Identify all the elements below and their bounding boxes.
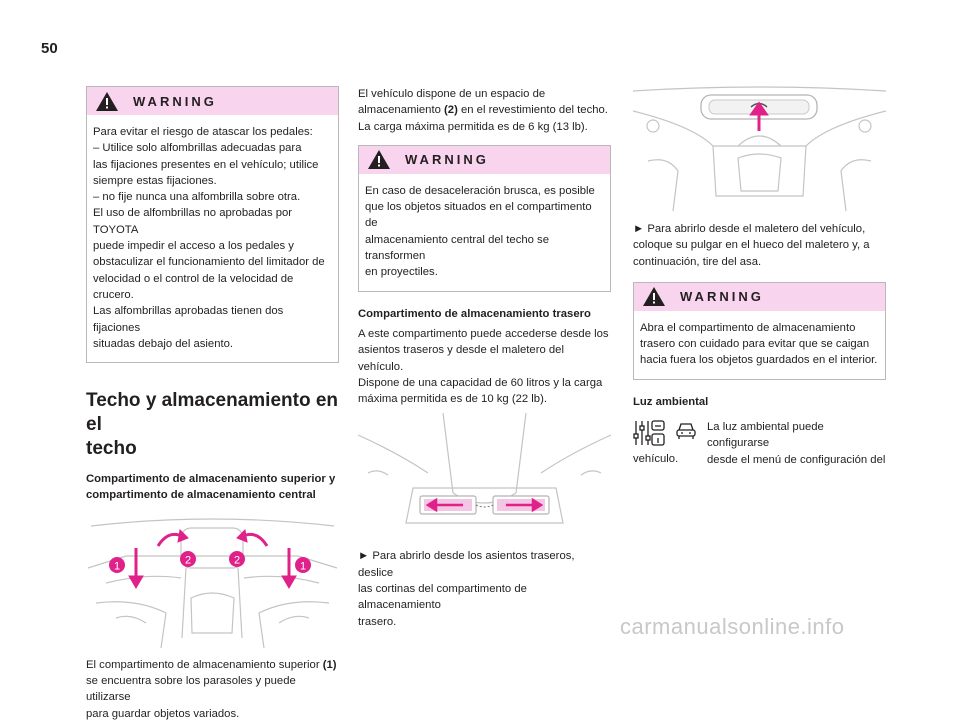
settings-sliders-icon (633, 420, 665, 446)
warning-header: WARNING (359, 145, 610, 174)
column-1: WARNING Para evitar el riesgo de atascar… (86, 86, 339, 722)
callout-number: 1 (300, 560, 306, 572)
warning-line: que los objetos situados en el compartim… (365, 201, 592, 230)
rear-storage-seats-illustration (358, 413, 611, 525)
caption-rear-seats: ► Para abrirlo desde los asientos traser… (358, 550, 575, 628)
ambient-light-text-end: vehículo. (633, 453, 679, 466)
warning-body: Para evitar el riesgo de atascar los ped… (87, 115, 338, 362)
warning-line: en proyectiles. (365, 266, 438, 279)
warning-title: WARNING (680, 289, 764, 305)
warning-body: Abra el compartimento de almacenamiento … (634, 311, 885, 379)
warning-line: El uso de alfombrillas no aprobadas por … (93, 207, 293, 236)
warning-line: Las alfombrillas aprobadas tienen dos fi… (93, 305, 284, 334)
overhead-storage-illustration: 1 2 2 1 (87, 518, 338, 648)
warning-triangle-icon (368, 150, 390, 170)
rear-storage-paragraph: A este compartimento puede accederse des… (358, 327, 609, 406)
warning-line: Abra el compartimento de almacenamiento (640, 321, 856, 334)
callout-number: 2 (234, 554, 240, 566)
warning-title: WARNING (405, 152, 489, 168)
callout-number: 2 (185, 554, 191, 566)
warning-line: – no fije nunca una alfombrilla sobre ot… (93, 191, 301, 204)
intro-paragraph: El vehículo dispone de un espacio de alm… (358, 88, 608, 133)
site-watermark: carmanualsonline.info (620, 614, 845, 639)
car-icon (676, 423, 696, 440)
warning-line: puede impedir el acceso a los pedales y (93, 240, 294, 253)
warning-box-pedals: WARNING Para evitar el riesgo de atascar… (86, 86, 339, 364)
ambient-light-text: La luz ambiental puede configurarse desd… (707, 421, 886, 466)
warning-line: almacenamiento central del techo se tran… (365, 233, 549, 263)
callout-number: 1 (114, 560, 120, 572)
subheading-ambient-light: Luz ambiental (633, 395, 709, 408)
warning-line: siempre estas fijaciones. (93, 174, 217, 187)
warning-header: WARNING (87, 87, 338, 115)
warning-box-deceleration: WARNING En caso de desaceleración brusca… (358, 144, 611, 292)
section-title: Techo y almacenamiento en el techo (86, 390, 339, 460)
page-number: 50 (41, 40, 58, 57)
warning-line: – Utilice solo alfombrillas adecuadas pa… (93, 142, 302, 155)
warning-line: Para evitar el riesgo de atascar los ped… (93, 126, 313, 138)
warning-line: hacia fuera los objetos guardados en el … (640, 354, 878, 367)
warning-triangle-icon (643, 287, 665, 307)
warning-line: velocidad o el control de la velocidad d… (93, 272, 294, 301)
warning-triangle-icon (96, 91, 118, 111)
warning-line: En caso de desaceleración brusca, es pos… (365, 184, 595, 197)
subheading-rear-storage: Compartimento de almacenamiento trasero (358, 307, 591, 320)
column-3: ► Para abrirlo desde el maletero del veh… (633, 86, 886, 466)
warning-box-rear-open: WARNING Abra el compartimento de almacen… (633, 281, 886, 380)
warning-title: WARNING (133, 93, 217, 109)
warning-line: las fijaciones presentes en el vehículo;… (93, 158, 319, 171)
ambient-light-block: La luz ambiental puede configurarse desd… (633, 419, 886, 466)
warning-header: WARNING (634, 282, 885, 311)
caption-upper-storage: El compartimento de almacenamiento super… (86, 658, 337, 720)
warning-body: En caso de desaceleración brusca, es pos… (359, 174, 610, 291)
trunk-storage-illustration (633, 86, 886, 212)
warning-line: trasero con cuidado para evitar que se c… (640, 338, 870, 351)
column-2: El vehículo dispone de un espacio de alm… (358, 86, 611, 630)
caption-trunk: ► Para abrirlo desde el maletero del veh… (633, 223, 870, 268)
warning-line: obstaculizar el funcionamiento del limit… (93, 256, 325, 269)
warning-line: situadas debajo del asiento. (93, 337, 234, 350)
callout-markers: 1 2 2 1 (109, 550, 311, 573)
subheading-storage: Compartimento de almacenamiento superior… (86, 473, 336, 502)
